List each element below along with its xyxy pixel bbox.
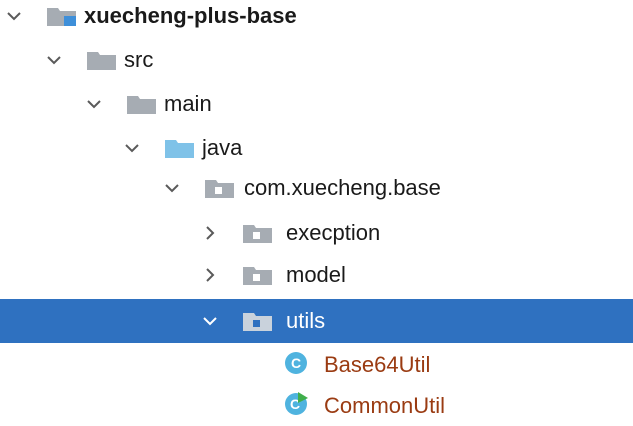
chevron-right-icon[interactable]: [202, 225, 218, 241]
tree-node-src[interactable]: src: [0, 40, 633, 80]
tree-node-root[interactable]: xuecheng-plus-base: [0, 0, 633, 36]
folder-icon: [126, 93, 158, 115]
tree-node-package-model[interactable]: model: [0, 255, 633, 295]
svg-text:C: C: [290, 396, 300, 412]
tree-node-label: com.xuecheng.base: [244, 175, 441, 200]
tree-node-label: src: [124, 47, 154, 72]
tree-node-main[interactable]: main: [0, 84, 633, 124]
package-icon: [242, 264, 274, 286]
tree-node-package-execption[interactable]: execption: [0, 213, 633, 253]
package-icon: [242, 222, 274, 244]
source-root-folder-icon: [164, 137, 196, 159]
tree-node-label: Base64Util: [324, 352, 431, 377]
tree-node-package-base[interactable]: com.xuecheng.base: [0, 168, 633, 208]
tree-node-label: model: [286, 262, 346, 287]
tree-node-label: execption: [286, 220, 381, 245]
folder-icon: [86, 49, 118, 71]
tree-node-label: xuecheng-plus-base: [84, 3, 297, 28]
tree-node-label: java: [202, 135, 243, 160]
java-class-icon: C: [284, 351, 308, 375]
svg-text:C: C: [291, 355, 301, 371]
chevron-down-icon[interactable]: [202, 313, 218, 329]
module-folder-icon: [46, 5, 78, 27]
chevron-down-icon[interactable]: [6, 8, 22, 24]
java-class-runnable-icon: C: [284, 392, 308, 416]
chevron-down-icon[interactable]: [86, 96, 102, 112]
chevron-down-icon[interactable]: [46, 52, 62, 68]
tree-node-label: main: [164, 91, 212, 116]
tree-node-java[interactable]: java: [0, 128, 633, 168]
tree-node-package-utils[interactable]: utils: [0, 299, 633, 343]
tree-node-label: utils: [286, 308, 326, 333]
tree-node-class-base64util[interactable]: C Base64Util: [0, 345, 633, 385]
chevron-right-icon[interactable]: [202, 267, 218, 283]
chevron-down-icon[interactable]: [124, 140, 140, 156]
chevron-down-icon[interactable]: [164, 180, 180, 196]
package-icon: [242, 310, 274, 332]
tree-node-class-commonutil[interactable]: C CommonUtil: [0, 386, 633, 426]
package-icon: [204, 177, 236, 199]
tree-node-label: CommonUtil: [324, 393, 446, 418]
